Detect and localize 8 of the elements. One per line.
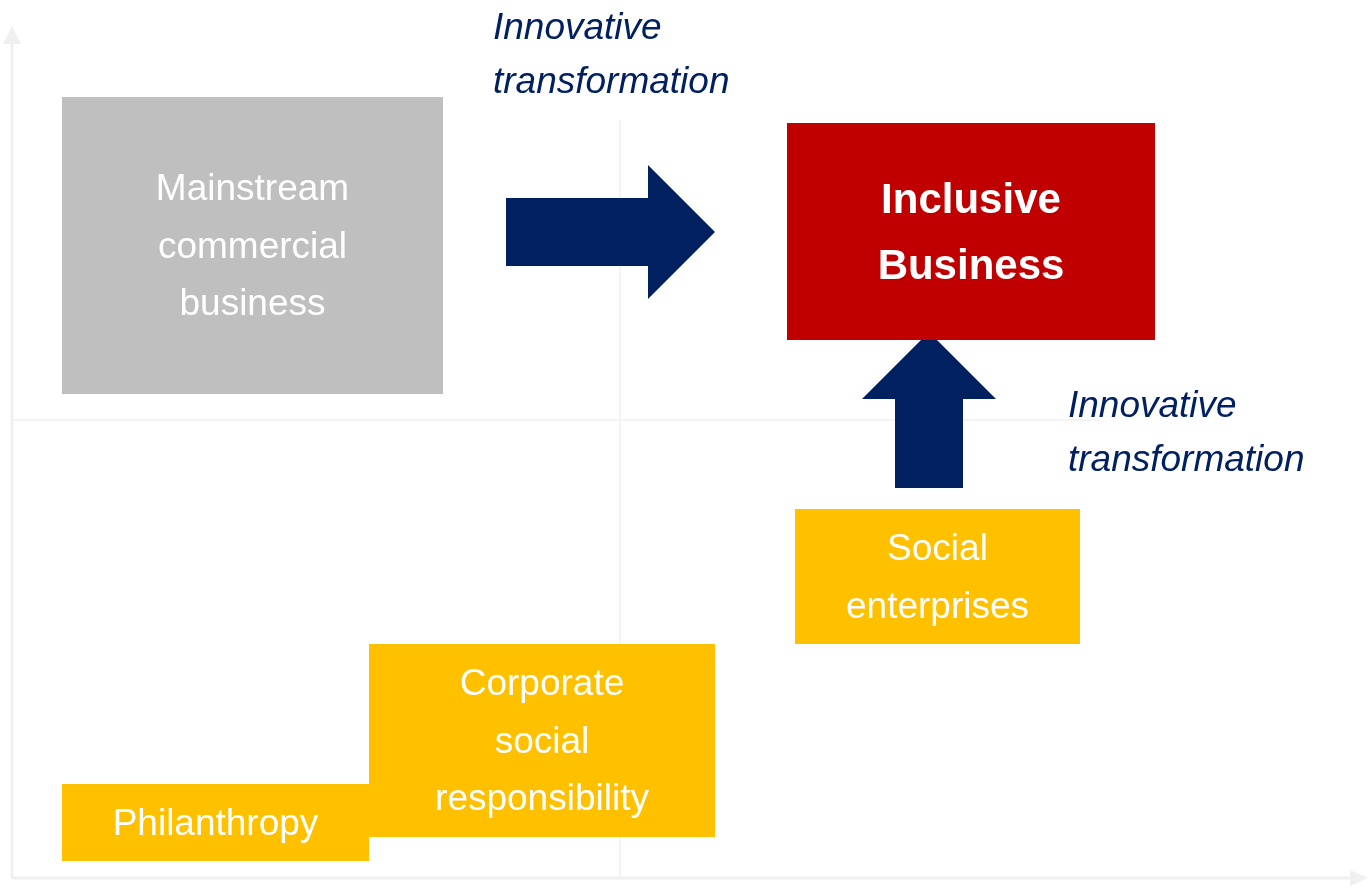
process-box: Corporate social responsibility [369, 644, 715, 837]
process-box: Philanthropy [62, 784, 369, 861]
highlight-box: Inclusive Business [787, 123, 1155, 340]
process-box: Mainstream commercial business [62, 97, 443, 394]
process-box: Social enterprises [795, 509, 1080, 644]
block-arrow [506, 165, 715, 299]
edge-label: Innovative transformation [1068, 383, 1306, 481]
edge-label: Innovative transformation [493, 5, 731, 103]
